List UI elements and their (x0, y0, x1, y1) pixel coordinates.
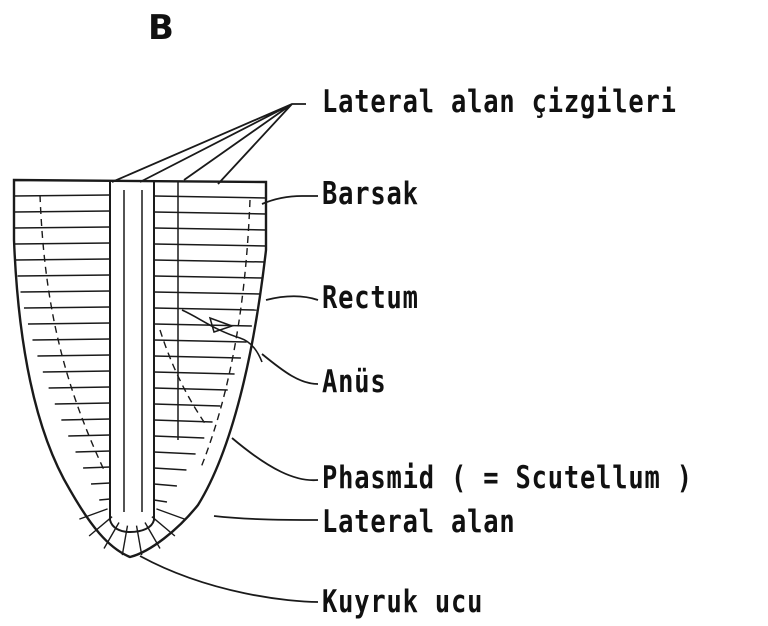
label-lateral-lines: Lateral alan çizgileri (322, 84, 677, 120)
panel-letter: B (148, 8, 174, 48)
label-intestine: Barsak (322, 176, 419, 212)
leader-phasmid (232, 438, 318, 480)
annulus-line-left (99, 499, 110, 500)
annulus-line-left (43, 371, 110, 372)
annulus-line-right (154, 404, 220, 406)
label-tail-tip: Kuyruk ucu (322, 584, 483, 620)
annulus-line-right (154, 356, 241, 358)
label-rectum: Rectum (322, 280, 419, 316)
label-anus: Anüs (322, 364, 386, 400)
tail-cell-divider (156, 509, 184, 519)
annulus-line-left (28, 323, 110, 324)
annulus-line-left (37, 355, 110, 356)
annulus-line-left (76, 451, 110, 452)
leader-lateral-field (214, 516, 318, 520)
annulus-line-left (14, 211, 110, 212)
annulus-line-right (154, 500, 167, 502)
annulus-line-left (55, 403, 110, 404)
annulus-line-left (15, 259, 110, 260)
annulus-line-left (32, 339, 110, 340)
label-phasmid: Phasmid ( = Scutellum ) (322, 460, 693, 496)
annulus-line-right (154, 196, 266, 198)
annulus-line-right (154, 324, 252, 326)
annulus-line-right (154, 436, 204, 438)
intestine-dashed-left (40, 195, 104, 470)
annulus-line-right (154, 244, 266, 246)
annulus-line-left (49, 387, 110, 388)
annulus-line-right (154, 468, 186, 470)
label-lateral-field: Lateral alan (322, 504, 515, 540)
leader-rectum (266, 296, 318, 300)
leader-tail-tip (140, 556, 318, 602)
tail-cell-divider (145, 523, 160, 549)
annulus-line-right (154, 388, 228, 390)
tail-cell-divider (122, 526, 127, 556)
annulus-line-left (68, 435, 110, 436)
annulus-line-right (154, 372, 235, 374)
annulus-line-right (154, 276, 263, 278)
annulus-line-right (154, 420, 213, 422)
annulus-line-left (14, 227, 110, 228)
annulus-line-right (154, 340, 247, 342)
annulus-line-right (154, 484, 177, 486)
annulus-line-left (61, 419, 110, 420)
annulus-line-left (83, 467, 110, 468)
leader-lines (112, 104, 318, 602)
body-outline (14, 180, 266, 557)
intestine-dashed-right (200, 200, 250, 470)
annulus-line-right (154, 452, 196, 454)
annulus-line-left (14, 243, 110, 244)
annulus-line-left (91, 483, 110, 484)
annulus-line-left (14, 195, 110, 196)
annulus-line-left (24, 307, 110, 308)
lateral-field-band (110, 180, 154, 532)
leader-lateral-lines (112, 104, 306, 184)
annulus-line-left (18, 275, 110, 276)
annulus-line-left (20, 291, 110, 292)
leader-anus (262, 354, 318, 384)
leader-intestine (262, 196, 318, 204)
annulus-line-right (154, 260, 265, 262)
annulus-line-right (154, 292, 260, 294)
rectum-dashed (160, 330, 206, 425)
tail-cell-divider (152, 517, 175, 536)
